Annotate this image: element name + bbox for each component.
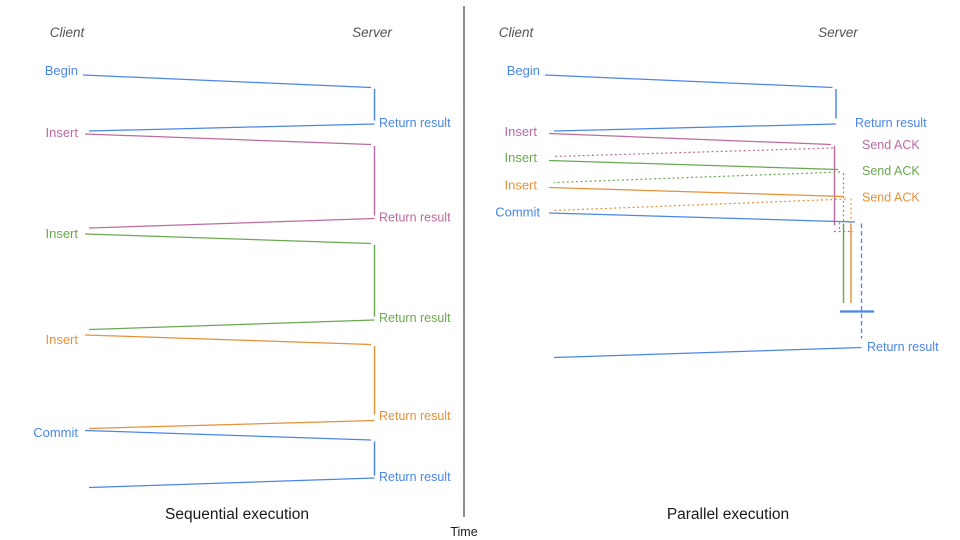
parallel-caption: Parallel execution	[667, 506, 789, 523]
response-label: Return result	[379, 409, 451, 423]
sequential-server-header: Server	[352, 25, 392, 40]
response-label: Return result	[379, 311, 451, 325]
response-label: Return result	[855, 116, 927, 130]
message-label: Insert	[504, 124, 537, 139]
par-message-begin: Begin Return result	[507, 63, 927, 132]
par-message-commit: Commit Return result	[495, 205, 939, 359]
seq-message-commit: Commit Return result	[33, 425, 451, 489]
request-line	[548, 159, 839, 171]
ack-line	[553, 171, 841, 184]
response-label: Return result	[379, 470, 451, 484]
request-line	[82, 74, 372, 89]
return-line	[88, 477, 375, 489]
request-line	[84, 334, 372, 346]
request-line	[548, 212, 856, 223]
time-axis: Time	[450, 6, 478, 539]
sequential-caption: Sequential execution	[165, 506, 309, 523]
time-axis-label: Time	[450, 525, 477, 539]
return-line	[88, 123, 375, 132]
request-line	[548, 132, 832, 146]
response-label: Return result	[867, 340, 939, 354]
parallel-panel: Client Server Begin Return result Insert…	[495, 25, 939, 523]
request-line	[84, 133, 372, 146]
return-line	[553, 123, 837, 132]
ack-line	[553, 198, 847, 212]
par-message-insert-3: Insert Send ACK	[504, 178, 920, 303]
return-line	[88, 217, 375, 229]
message-label: Insert	[45, 332, 78, 347]
message-label: Begin	[507, 63, 540, 78]
response-label: Send ACK	[862, 138, 920, 152]
response-label: Send ACK	[862, 164, 920, 178]
seq-message-insert-1: Insert Return result	[45, 125, 451, 229]
parallel-server-header: Server	[818, 25, 858, 40]
message-label: Insert	[504, 178, 537, 193]
seq-message-begin: Begin Return result	[45, 63, 451, 132]
sequential-panel: Client Server Begin Return result Insert…	[33, 25, 451, 523]
message-label: Begin	[45, 63, 78, 78]
response-label: Send ACK	[862, 191, 920, 205]
seq-message-insert-3: Insert Return result	[45, 332, 451, 430]
message-label: Insert	[45, 125, 78, 140]
request-line	[544, 74, 833, 89]
request-line	[548, 186, 845, 198]
return-line	[88, 319, 375, 331]
response-label: Return result	[379, 116, 451, 130]
request-line	[84, 429, 372, 441]
request-line	[84, 233, 372, 245]
return-line	[88, 419, 375, 430]
parallel-client-header: Client	[499, 25, 535, 40]
response-label: Return result	[379, 211, 451, 225]
message-label: Commit	[33, 425, 78, 440]
par-message-insert-2: Insert Send ACK	[504, 150, 920, 303]
message-label: Insert	[45, 226, 78, 241]
message-label: Insert	[504, 150, 537, 165]
ack-line	[553, 147, 834, 158]
sequential-client-header: Client	[50, 25, 86, 40]
return-line	[553, 346, 862, 359]
seq-message-insert-2: Insert Return result	[45, 226, 451, 331]
message-label: Commit	[495, 205, 540, 220]
par-message-insert-1: Insert Send ACK	[504, 124, 920, 233]
